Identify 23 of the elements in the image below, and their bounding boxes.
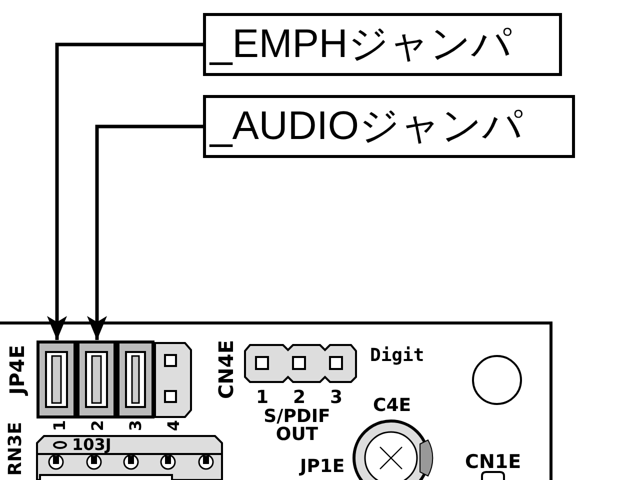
part-value: 103J xyxy=(72,437,112,453)
part-label: C4E xyxy=(373,397,412,415)
part-label: CN4E xyxy=(216,340,236,399)
pin-number: 2 xyxy=(90,420,106,432)
pin-number: 2 xyxy=(293,389,306,407)
pin-number: 4 xyxy=(166,420,182,432)
jumper-cap xyxy=(36,340,76,418)
pin-number: 1 xyxy=(52,420,68,432)
pin-number: 3 xyxy=(128,420,144,432)
signal-label: Digit xyxy=(370,347,424,365)
leader-arrow xyxy=(87,124,203,340)
jumper-cap xyxy=(76,340,116,418)
part-label: JP1E xyxy=(300,458,345,476)
callout-box: _AUDIOジャンパ xyxy=(203,95,575,158)
signal-label: S/PDIF OUT xyxy=(262,408,332,444)
part-label: RN3E xyxy=(7,422,25,476)
leader-arrow xyxy=(47,42,203,340)
part-label: CN1E xyxy=(465,453,522,472)
jumper-cap xyxy=(116,340,154,418)
callout-box: _EMPHジャンパ xyxy=(203,13,562,76)
pin-number: 1 xyxy=(256,389,269,407)
part-label: JP4E xyxy=(7,345,27,395)
pin-number: 3 xyxy=(330,389,343,407)
